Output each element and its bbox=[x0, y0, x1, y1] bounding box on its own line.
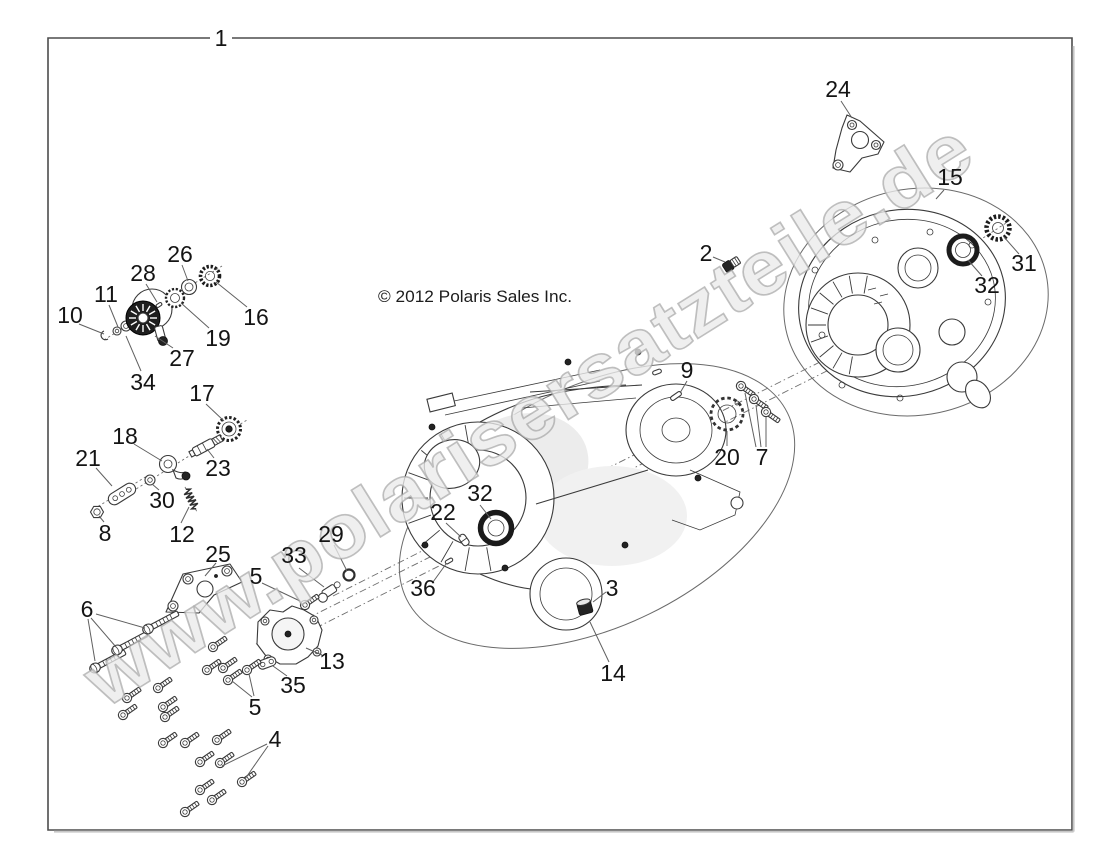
callout-5-lower: 5 bbox=[249, 694, 262, 720]
oring-29 bbox=[342, 568, 356, 582]
gasket-20 bbox=[709, 396, 745, 432]
callout-1: 1 bbox=[215, 25, 228, 51]
bracket-24 bbox=[832, 114, 885, 173]
bearing-16 bbox=[198, 264, 222, 288]
rotor-27 bbox=[125, 300, 161, 336]
callout-23: 23 bbox=[205, 455, 231, 481]
callout-9: 9 bbox=[681, 357, 694, 383]
callout-21: 21 bbox=[75, 445, 101, 471]
callout-3: 3 bbox=[606, 575, 619, 601]
assembly-outline-14 bbox=[398, 363, 796, 649]
link-35 bbox=[257, 656, 277, 670]
pin-22 bbox=[458, 533, 470, 547]
callout-32-left: 32 bbox=[467, 480, 493, 506]
callout-10: 10 bbox=[57, 302, 83, 328]
watermark-text: www.polarisersatzteile.de bbox=[68, 105, 987, 723]
main-gearcase bbox=[398, 348, 796, 649]
callout-15: 15 bbox=[937, 164, 963, 190]
pivot-arm-18 bbox=[158, 454, 191, 481]
gear-19 bbox=[164, 287, 186, 309]
callout-12: 12 bbox=[169, 521, 195, 547]
callout-6: 6 bbox=[81, 596, 94, 622]
callout-13: 13 bbox=[319, 648, 345, 674]
screws-7 bbox=[734, 379, 783, 426]
assembly-outline-15 bbox=[783, 187, 1049, 417]
callout-5-upper: 5 bbox=[250, 563, 263, 589]
callout-25: 25 bbox=[205, 541, 231, 567]
callout-26: 26 bbox=[167, 241, 193, 267]
callout-11: 11 bbox=[94, 281, 118, 307]
nut-8 bbox=[89, 505, 105, 519]
dowel-pin-9 bbox=[652, 368, 682, 402]
callout-33: 33 bbox=[281, 542, 307, 568]
rear-cover-assembly bbox=[783, 187, 1049, 417]
callout-29: 29 bbox=[318, 521, 344, 547]
drain-plug-3 bbox=[576, 598, 594, 616]
washer-30 bbox=[144, 474, 156, 486]
adjuster-21 bbox=[107, 482, 137, 506]
callout-2: 2 bbox=[700, 240, 713, 266]
spring-12 bbox=[183, 488, 199, 510]
rotor-cluster bbox=[100, 264, 222, 346]
breather-fitting-2 bbox=[722, 256, 741, 273]
callout-22: 22 bbox=[430, 499, 456, 525]
callout-16: 16 bbox=[243, 304, 269, 330]
shaft-23 bbox=[188, 434, 224, 458]
callout-4: 4 bbox=[269, 726, 282, 752]
callout-32-right: 32 bbox=[974, 272, 1000, 298]
cover-fan-ribs bbox=[808, 275, 868, 375]
washer-26 bbox=[180, 278, 198, 296]
shift-shaft-cluster bbox=[89, 416, 242, 519]
callout-8: 8 bbox=[99, 520, 112, 546]
border-frame bbox=[47, 37, 1073, 831]
callout-14: 14 bbox=[600, 660, 626, 686]
callout-34: 34 bbox=[130, 369, 156, 395]
snap-clip-10 bbox=[100, 330, 109, 341]
callout-20: 20 bbox=[714, 444, 740, 470]
callout-18: 18 bbox=[112, 423, 138, 449]
seal-32-right bbox=[946, 233, 980, 267]
shift-cover-13 bbox=[256, 605, 323, 665]
callout-24: 24 bbox=[825, 76, 851, 102]
callout-36: 36 bbox=[410, 575, 436, 601]
callout-27: 27 bbox=[169, 345, 195, 371]
pin-28 bbox=[155, 301, 163, 309]
callout-19: 19 bbox=[205, 325, 231, 351]
callout-17: 17 bbox=[189, 380, 215, 406]
callout-7: 7 bbox=[756, 444, 769, 470]
bearing-31 bbox=[984, 214, 1012, 242]
leader-lines bbox=[78, 100, 1020, 780]
detent-valve-33 bbox=[317, 581, 341, 603]
callout-labels: 1 2 3 4 5 5 6 7 8 9 10 11 12 13 14 15 16… bbox=[57, 25, 1037, 752]
callout-35: 35 bbox=[280, 672, 306, 698]
copyright-text: © 2012 Polaris Sales Inc. bbox=[378, 287, 572, 306]
callout-31: 31 bbox=[1011, 250, 1037, 276]
bracket-25 bbox=[165, 563, 243, 614]
callout-28: 28 bbox=[130, 260, 156, 286]
callout-30: 30 bbox=[149, 487, 175, 513]
pin-36 bbox=[444, 557, 454, 565]
seal-32-left bbox=[477, 509, 515, 547]
